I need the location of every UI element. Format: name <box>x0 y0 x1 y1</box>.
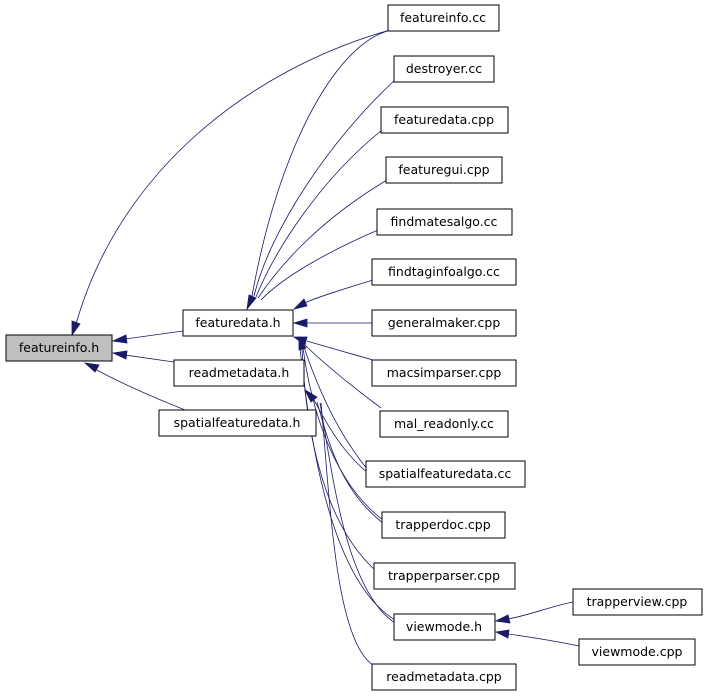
arrow-head <box>111 334 128 344</box>
node-label: featureinfo.cc <box>400 10 486 25</box>
node-mal-readonly-cc[interactable]: mal_readonly.cc <box>379 410 509 438</box>
edge-viewmode-h-to-readmetadata-h <box>319 402 396 624</box>
node-label: viewmode.cpp <box>592 644 683 659</box>
edge-viewmode-cpp-to-viewmode-h <box>507 633 580 647</box>
edge-featureinfo-cc-to-featuredata-h <box>251 29 393 297</box>
edge-spatialfeaturedata-h-to-featureinfo-h <box>94 368 186 411</box>
edge-readmetadata-h-to-featureinfo-h <box>124 354 175 363</box>
arrow-head <box>292 298 308 310</box>
node-featuredata-h[interactable]: featuredata.h <box>182 309 294 337</box>
arrow-head <box>246 294 257 311</box>
node-viewmode-h[interactable]: viewmode.h <box>393 613 496 641</box>
edge-spatialfeaturedata-cc-to-readmetadata-h <box>313 399 369 474</box>
edge-spatialfeaturedata-cc-to-featuredata-h <box>303 346 369 471</box>
nodes: featureinfo.h featuredata.h readmetadata… <box>5 4 703 691</box>
node-findmatesalgo-cc[interactable]: findmatesalgo.cc <box>376 208 513 236</box>
node-macsimparser-cpp[interactable]: macsimparser.cpp <box>371 359 517 387</box>
node-viewmode-cpp[interactable]: viewmode.cpp <box>578 638 696 666</box>
edge-readmetadata-cpp-to-readmetadata-h <box>320 402 374 666</box>
node-trapperview-cpp[interactable]: trapperview.cpp <box>572 588 703 616</box>
node-label: readmetadata.cpp <box>386 669 502 684</box>
arrow-head <box>304 388 318 403</box>
edge-findmatesalgo-cc-to-featuredata-h <box>260 229 379 301</box>
edge-trapperview-cpp-to-viewmode-h <box>507 601 574 620</box>
node-featuredata-cpp[interactable]: featuredata.cpp <box>380 106 509 134</box>
node-label: trapperparser.cpp <box>388 568 500 583</box>
node-readmetadata-h[interactable]: readmetadata.h <box>173 359 305 387</box>
node-spatialfeaturedata-h[interactable]: spatialfeaturedata.h <box>158 409 317 437</box>
node-findtaginfoalgo-cc[interactable]: findtaginfoalgo.cc <box>371 258 517 286</box>
edge-featuredata-h-to-featureinfo-h <box>124 330 184 340</box>
node-featureinfo-h[interactable]: featureinfo.h <box>5 334 113 362</box>
arrow-head <box>71 320 81 337</box>
node-label: readmetadata.h <box>189 365 290 380</box>
node-trapperparser-cpp[interactable]: trapperparser.cpp <box>373 562 516 590</box>
node-featureinfo-cc[interactable]: featureinfo.cc <box>387 4 500 32</box>
node-label: viewmode.h <box>406 619 482 634</box>
edge-destroyer-cc-to-featuredata-h <box>253 79 396 297</box>
node-label: featureinfo.h <box>19 340 99 355</box>
node-label: featuregui.cpp <box>398 162 489 177</box>
node-label: findtaginfoalgo.cc <box>388 264 500 279</box>
node-label: featuredata.cpp <box>394 112 494 127</box>
arrow-head <box>83 362 100 373</box>
node-label: macsimparser.cpp <box>387 365 502 380</box>
node-spatialfeaturedata-cc[interactable]: spatialfeaturedata.cc <box>365 460 526 488</box>
edge-trapperdoc-cpp-to-readmetadata-h <box>316 401 384 524</box>
node-label: spatialfeaturedata.h <box>174 415 301 430</box>
arrow-head <box>298 336 307 351</box>
node-readmetadata-cpp[interactable]: readmetadata.cpp <box>371 663 517 691</box>
edge-macsimparser-cpp-to-featuredata-h <box>306 340 374 361</box>
edge-findtaginfoalgo-cc-to-featuredata-h <box>304 279 374 304</box>
node-label: trapperview.cpp <box>587 594 688 609</box>
edge-trapperparser-cpp-to-featuredata-h <box>301 347 376 571</box>
node-label: trapperdoc.cpp <box>395 517 490 532</box>
node-trapperdoc-cpp[interactable]: trapperdoc.cpp <box>381 511 506 539</box>
arrow-head <box>494 614 511 624</box>
node-generalmaker-cpp[interactable]: generalmaker.cpp <box>371 309 517 337</box>
node-label: findmatesalgo.cc <box>391 214 498 229</box>
node-label: destroyer.cc <box>406 61 482 76</box>
arrow-head <box>494 629 510 639</box>
node-label: mal_readonly.cc <box>394 416 494 431</box>
node-destroyer-cc[interactable]: destroyer.cc <box>393 55 495 83</box>
edge-mal-readonly-cc-to-featuredata-h <box>304 344 382 409</box>
arrow-head <box>111 350 128 360</box>
edges <box>71 29 580 666</box>
node-featuregui-cpp[interactable]: featuregui.cpp <box>385 156 503 184</box>
arrow-head <box>292 318 308 328</box>
edge-featuredata-cpp-to-featuredata-h <box>255 129 383 298</box>
edge-featuregui-cpp-to-featuredata-h <box>257 179 388 299</box>
node-label: generalmaker.cpp <box>388 315 501 330</box>
edge-featureinfo-cc-to-featureinfo-h <box>75 29 391 325</box>
node-label: spatialfeaturedata.cc <box>379 466 512 481</box>
node-label: featuredata.h <box>195 315 280 330</box>
